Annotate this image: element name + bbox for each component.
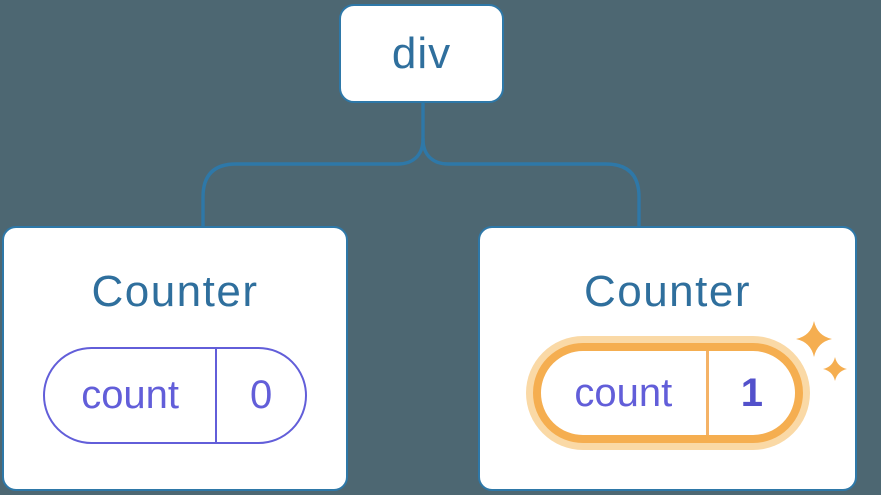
- counter-card-left: Counter count 0: [2, 226, 348, 491]
- component-title: Counter: [583, 267, 752, 316]
- state-pill: count 0: [43, 347, 307, 445]
- counter-card-right: Counter count 1: [478, 226, 857, 491]
- sparkle-large: [796, 321, 832, 357]
- connector-branch-right: [421, 137, 641, 229]
- state-pill-highlighted: count 1: [532, 343, 803, 444]
- component-title: Counter: [91, 267, 259, 316]
- sparkles-icon: [796, 321, 847, 381]
- state-key-label: count: [541, 351, 710, 436]
- sparkle-small: [823, 357, 847, 381]
- state-value: 1: [740, 370, 763, 415]
- root-node-label: div: [391, 28, 452, 78]
- state-value: 0: [250, 373, 273, 418]
- state-key-label: count: [45, 349, 218, 443]
- root-node-div: div: [339, 4, 504, 103]
- connector-branch-left: [201, 137, 425, 229]
